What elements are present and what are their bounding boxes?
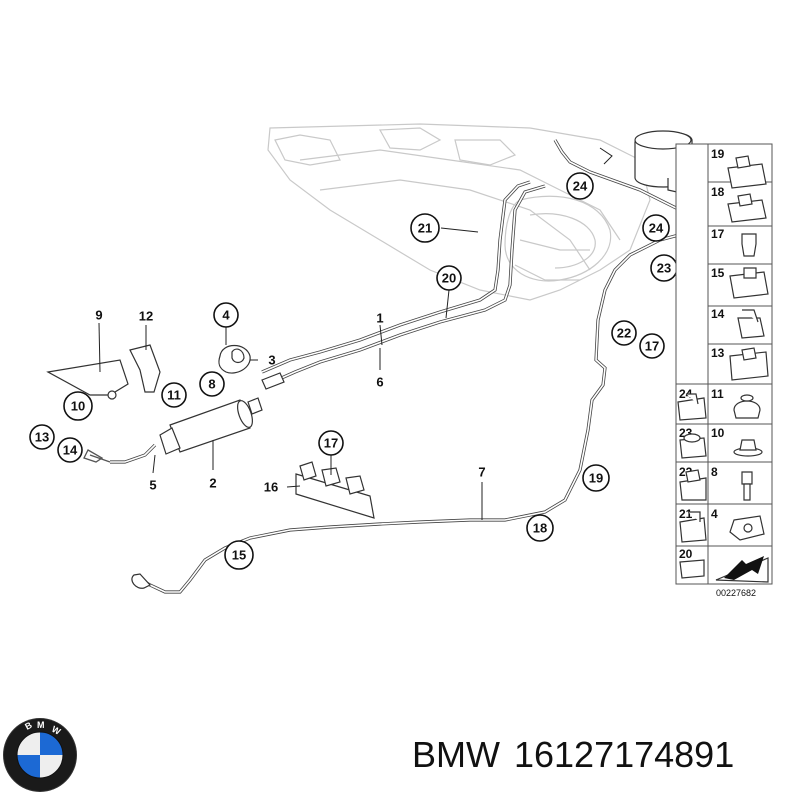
legend-num-4: 4 bbox=[711, 507, 718, 521]
parts-legend: 19 18 17 15 14 13 24 11 23 10 22 8 21 4 … bbox=[675, 143, 773, 598]
callout-14: 14 bbox=[63, 443, 78, 458]
callout-17b: 17 bbox=[645, 339, 659, 354]
callout-circle-24a bbox=[566, 172, 594, 200]
callout-12: 12 bbox=[139, 309, 153, 324]
callout-6: 6 bbox=[376, 375, 383, 390]
part-number-caption: BMW 16127174891 bbox=[412, 734, 748, 776]
fuel-filter bbox=[159, 372, 285, 455]
svg-text:B: B bbox=[23, 720, 34, 732]
callout-8: 8 bbox=[208, 377, 215, 392]
callout-circle-13 bbox=[29, 424, 55, 450]
legend-num-8: 8 bbox=[711, 465, 718, 479]
legend-part-icons bbox=[677, 155, 769, 583]
bmw-logo: B M W bbox=[3, 718, 77, 792]
bracket bbox=[46, 344, 161, 400]
diagram-id: 00227682 bbox=[716, 588, 756, 598]
callout-circle-22 bbox=[611, 320, 637, 346]
callout-9: 9 bbox=[95, 308, 102, 323]
callout-18: 18 bbox=[533, 521, 547, 536]
callout-circle-14 bbox=[57, 437, 83, 463]
part-number: 16127174891 bbox=[513, 734, 735, 775]
callout-11: 11 bbox=[167, 388, 181, 403]
callout-24b: 24 bbox=[649, 221, 664, 236]
callout-3: 3 bbox=[268, 353, 275, 368]
callout-circle-18 bbox=[526, 514, 554, 542]
leader-lines bbox=[98, 227, 483, 520]
legend-num-20: 20 bbox=[679, 547, 693, 561]
pipe-clamp bbox=[218, 344, 251, 374]
callout-labels: 9 12 4 3 8 1 6 20 21 24 24 23 22 17 10 1… bbox=[29, 172, 678, 570]
svg-text:M: M bbox=[37, 720, 45, 730]
callout-22: 22 bbox=[617, 326, 631, 341]
callout-19: 19 bbox=[589, 471, 603, 486]
callout-circle-24b bbox=[642, 214, 670, 242]
callout-17a: 17 bbox=[324, 436, 338, 451]
callout-7: 7 bbox=[478, 465, 485, 480]
legend-num-11: 11 bbox=[711, 387, 724, 401]
legend-num-13: 13 bbox=[711, 346, 725, 360]
callout-16: 16 bbox=[264, 480, 278, 495]
legend-num-15: 15 bbox=[711, 266, 725, 280]
callout-4: 4 bbox=[222, 308, 230, 323]
callout-circle-17b bbox=[639, 333, 665, 359]
callout-24a: 24 bbox=[573, 179, 588, 194]
callout-10: 10 bbox=[71, 399, 85, 414]
legend-num-24: 24 bbox=[679, 387, 693, 401]
callout-circle-15 bbox=[224, 540, 254, 570]
fuel-lines bbox=[83, 139, 692, 594]
brand-name: BMW bbox=[412, 734, 500, 775]
callout-1: 1 bbox=[376, 311, 383, 326]
callout-13: 13 bbox=[35, 430, 49, 445]
callout-circle-19 bbox=[582, 464, 610, 492]
vehicle-body-ghost bbox=[267, 123, 651, 301]
clip-holder bbox=[295, 461, 375, 519]
callout-circle-10 bbox=[63, 391, 93, 421]
callout-circle-20 bbox=[436, 265, 462, 291]
callout-circle-4 bbox=[213, 302, 239, 328]
callout-circle-17a bbox=[318, 430, 344, 456]
callout-21: 21 bbox=[418, 221, 432, 236]
callout-circle-11 bbox=[161, 382, 187, 408]
callout-15: 15 bbox=[232, 548, 246, 563]
legend-num-18: 18 bbox=[711, 185, 725, 199]
callout-5: 5 bbox=[149, 478, 156, 493]
callout-circle-8 bbox=[199, 371, 225, 397]
legend-num-10: 10 bbox=[711, 426, 725, 440]
callout-23: 23 bbox=[657, 261, 671, 276]
callout-2: 2 bbox=[209, 476, 216, 491]
legend-num-19: 19 bbox=[711, 147, 725, 161]
legend-num-17: 17 bbox=[711, 227, 725, 241]
callout-circle-21 bbox=[410, 213, 440, 243]
legend-num-14: 14 bbox=[711, 307, 725, 321]
callout-20: 20 bbox=[442, 271, 456, 286]
legend-num-21: 21 bbox=[679, 507, 693, 521]
